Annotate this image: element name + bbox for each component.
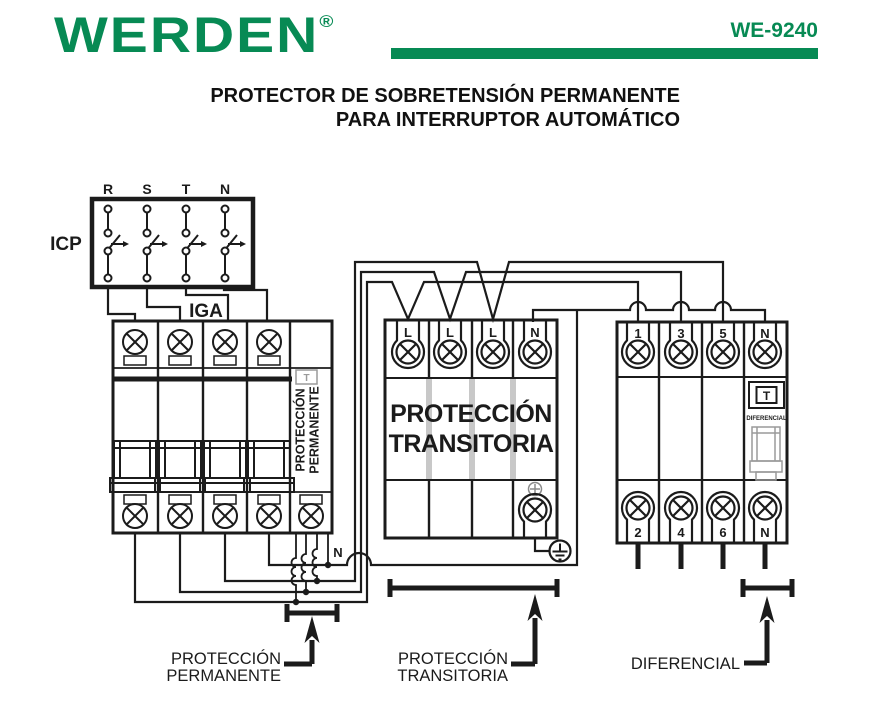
diferencial-output-stubs [635,543,768,569]
diferencial-top-terminals [620,323,783,370]
callout-permanente-line1: PROTECCIÓN [171,649,281,668]
page-title: PROTECTOR DE SOBRETENSIÓN PERMANENTE PAR… [180,84,680,132]
transitoria-terminal-n: N [530,325,539,340]
transitoria-block-label-line1: PROTECCIÓN [390,398,552,428]
diferencial-terminal-3: 3 [677,326,684,341]
header-rule [391,48,818,59]
transitoria-terminal-l1: L [404,325,412,340]
page-title-line1: PROTECTOR DE SOBRETENSIÓN PERMANENTE [210,85,680,107]
diferencial-terminal-5: 5 [719,326,726,341]
icp-label: ICP [50,234,82,255]
callout-transitoria: PROTECCIÓN TRANSITORIA [387,579,560,685]
iga-pole-modules [109,329,295,529]
permanente-arrow-icon [304,616,320,643]
diferencial-bottom-terminals [620,490,783,542]
transitoria-terminal-l2: L [446,325,454,340]
callout-diferencial-line1: DIFERENCIAL [631,655,740,673]
icp-phase-n: N [220,181,230,197]
diferencial-terminal-n-top: N [760,326,769,341]
callout-permanente-line2: PERMANENTE [166,667,281,685]
diferencial-block: 1 3 5 N T DIFERENCIAL [615,320,789,569]
diferencial-arrow-icon [759,596,775,623]
icp-phase-t: T [182,181,191,197]
page-title-line2: PARA INTERRUPTOR AUTOMÁTICO [335,109,680,131]
icp-box: R S T N [50,181,256,290]
callout-diferencial: DIFERENCIAL [631,579,795,673]
icp-to-iga-wires [106,287,269,321]
icp-phase-s: S [142,181,151,197]
diferencial-module-label: DIFERENCIAL [746,416,787,422]
diferencial-module-detail: T DIFERENCIAL [746,381,787,481]
diferencial-terminal-6: 6 [719,525,726,540]
registered-mark: ® [319,13,334,32]
transitoria-terminals [390,321,553,370]
callout-permanente: PROTECCIÓN PERMANENTE [166,604,340,685]
junction-dots [292,561,332,606]
earth-terminal [517,481,553,538]
permanente-module-leads [290,533,329,602]
permanente-test-button-label: T [303,373,309,384]
icp-switch-poles [103,204,246,283]
permanente-module-label-line1: PROTECCIÓN [293,388,308,471]
iga-label: IGA [189,301,223,322]
icp-phase-r: R [103,181,113,197]
diferencial-terminal-n-bottom: N [760,525,769,540]
phase-wiring [133,260,767,604]
callout-transitoria-line1: PROTECCIÓN [398,649,508,668]
brand-logo: WERDEN® [54,6,333,64]
diferencial-terminal-2: 2 [634,525,641,540]
brand-logo-text: WERDEN [54,6,320,64]
transitoria-block: L L L N PROTECCIÓN TRANSITORIA [383,318,559,540]
diferencial-terminal-4: 4 [677,525,685,540]
permanente-module: T PROTECCIÓN PERMANENTE [293,369,324,529]
transitoria-block-label-line2: TRANSITORIA [389,430,554,458]
ground-symbol [533,538,572,563]
diferencial-test-button-label: T [763,389,771,403]
permanente-module-label-line2: PERMANENTE [308,386,322,474]
neutral-wire-label: N [333,545,342,560]
model-number: WE-9240 [730,19,818,42]
callout-transitoria-line2: TRANSITORIA [397,667,508,685]
iga-block: T PROTECCIÓN PERMANENTE [109,319,334,535]
transitoria-terminal-l3: L [489,325,497,340]
diferencial-terminal-1: 1 [634,326,641,341]
transitoria-arrow-icon [527,594,543,621]
